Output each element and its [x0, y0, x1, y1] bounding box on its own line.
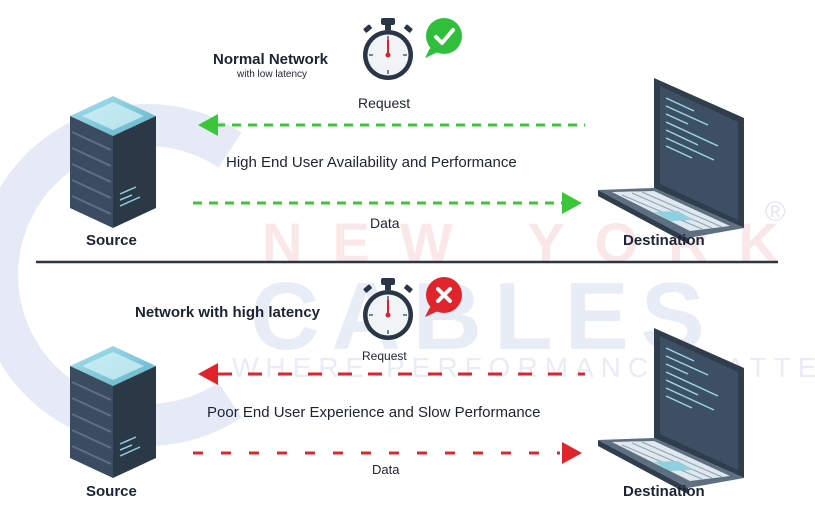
stopwatch-icon	[363, 278, 413, 340]
source-server-icon	[70, 346, 156, 478]
source-server-icon	[70, 96, 156, 228]
performance-label: Poor End User Experience and Slow Perfor…	[207, 404, 541, 421]
data-arrow	[193, 442, 582, 464]
panel-title: Normal Network	[213, 51, 329, 68]
request-label: Request	[362, 349, 407, 363]
x-circle-icon	[425, 277, 462, 317]
source-label: Source	[86, 483, 137, 500]
request-arrow	[198, 114, 585, 136]
performance-label: High End User Availability and Performan…	[226, 154, 517, 171]
panel-subtitle: with low latency	[237, 69, 308, 80]
data-arrow	[193, 192, 582, 214]
panel-title: Network with high latency	[135, 304, 321, 321]
request-label: Request	[358, 95, 411, 111]
destination-laptop-icon	[598, 78, 744, 244]
watermark-registered-mark: ®	[765, 196, 786, 227]
request-arrow	[198, 363, 585, 385]
data-label: Data	[370, 215, 400, 231]
check-circle-icon	[425, 18, 462, 58]
destination-laptop-icon	[598, 328, 744, 494]
data-label: Data	[372, 462, 400, 477]
stopwatch-icon	[363, 18, 413, 80]
source-label: Source	[86, 232, 137, 249]
watermark-main-text: CABLES	[250, 263, 717, 370]
destination-label: Destination	[623, 232, 705, 249]
destination-label: Destination	[623, 483, 705, 500]
